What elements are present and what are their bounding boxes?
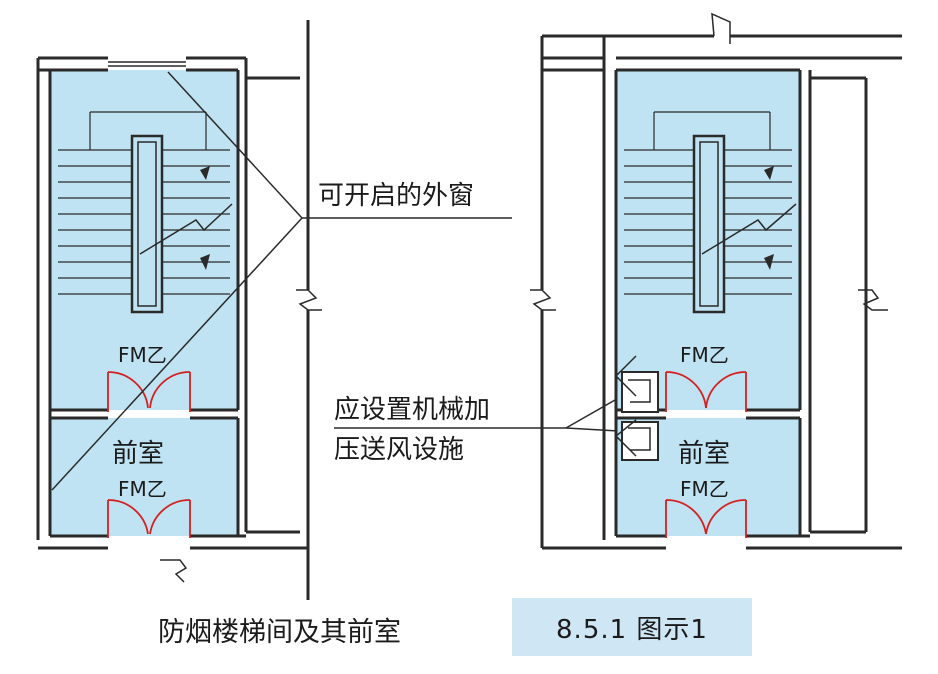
right-break-left (530, 289, 556, 311)
right-door-label-2: FM乙 (680, 477, 729, 501)
left-anteroom (50, 418, 238, 536)
left-anteroom-label: 前室 (112, 439, 164, 469)
pressurize-label-line2: 压送风设施 (334, 435, 464, 465)
figure-number-box: 8.5.1 图示1 (512, 598, 752, 656)
right-stair-break (701, 203, 797, 255)
right-door-stair (665, 371, 747, 412)
right-top-break (711, 12, 731, 44)
right-anteroom-label: 前室 (678, 439, 730, 469)
air-vent-symbols (614, 355, 651, 457)
left-door-label-2: FM乙 (118, 477, 167, 501)
left-stair-treads (58, 111, 230, 295)
right-door-label-1: FM乙 (680, 343, 729, 367)
left-plan: FM乙 前室 FM乙 (36, 20, 512, 600)
right-break-right (858, 289, 888, 311)
left-stair-break (139, 203, 233, 255)
left-leader-lines (51, 71, 512, 491)
right-stair-room (616, 70, 800, 410)
right-plan: FM乙 前室 FM乙 (530, 12, 902, 550)
figure-number: 8.5.1 图示1 (556, 614, 708, 645)
caption-title: 防烟楼梯间及其前室 (158, 617, 401, 648)
left-arrow-down (200, 254, 210, 270)
right-arrow-up (764, 166, 774, 180)
left-walls (36, 20, 310, 600)
right-arrow-down (764, 254, 774, 270)
right-door-anteroom (665, 499, 747, 538)
left-arrow-up (200, 166, 210, 180)
left-door-label-1: FM乙 (118, 343, 167, 367)
left-bottom-break (160, 559, 188, 583)
left-stair-core (130, 134, 164, 314)
right-stair-core (692, 134, 726, 314)
left-door-stair (107, 371, 191, 412)
pressurize-label-line1: 应设置机械加 (334, 395, 490, 425)
left-break-mark (296, 289, 322, 311)
right-stair-treads (624, 111, 792, 295)
left-window (108, 61, 186, 67)
window-label: 可开启的外窗 (318, 181, 474, 211)
left-door-anteroom (107, 499, 191, 538)
left-stair-room (50, 70, 238, 410)
right-walls (540, 34, 902, 550)
